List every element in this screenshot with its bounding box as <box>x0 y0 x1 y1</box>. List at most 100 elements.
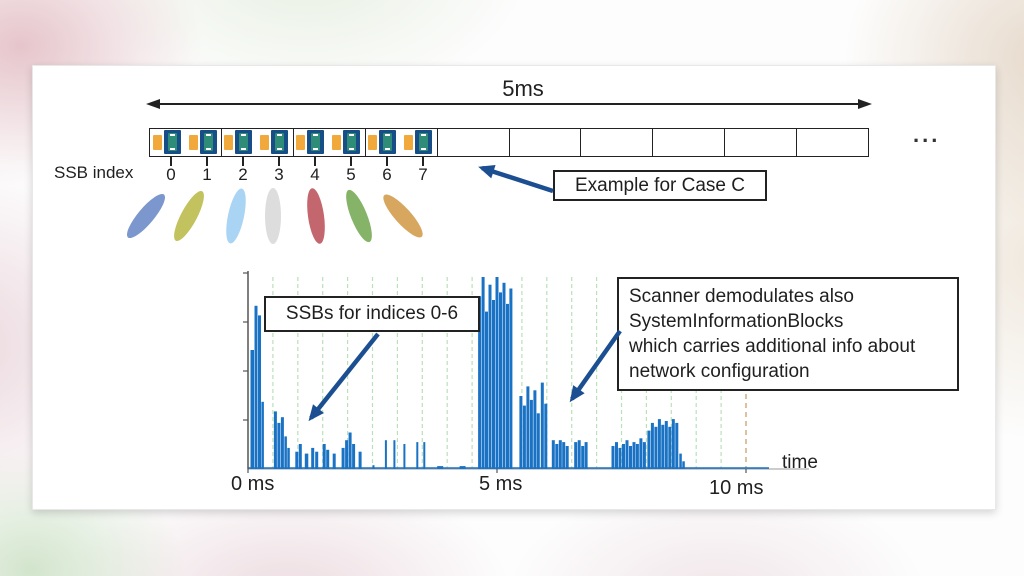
signal-bar <box>581 446 585 469</box>
signal-bar <box>332 453 336 469</box>
x-tick-0ms: 0 ms <box>231 473 275 495</box>
signal-bar <box>372 465 375 469</box>
beam-3-ellipse <box>265 188 281 244</box>
ssb-block <box>199 130 217 154</box>
signal-bar <box>509 288 513 469</box>
index-tick <box>314 157 316 166</box>
ssbs-indices-callout: SSBs for indices 0-6 <box>264 296 480 332</box>
pbch-resource-bar <box>368 135 378 150</box>
signal-bar <box>258 315 261 469</box>
ssb-index-number: 0 <box>166 165 176 184</box>
ssb-pss-sss-inner <box>167 133 177 151</box>
signal-bar <box>555 444 559 469</box>
signal-bar <box>654 426 658 469</box>
ssbs-indices-arrow <box>308 332 380 422</box>
signal-bar <box>647 430 651 469</box>
ssb-pss-sss-inner <box>383 133 393 151</box>
signal-bar <box>304 453 309 469</box>
index-tick <box>350 157 352 166</box>
signal-bar <box>642 442 646 469</box>
signal-bar <box>295 451 299 469</box>
signal-bar <box>459 466 466 469</box>
signal-bar <box>639 438 643 469</box>
signal-bar <box>574 442 578 469</box>
ssb-slot <box>653 129 726 156</box>
beam-4-ellipse <box>304 187 328 245</box>
ssb-index-label: SSB index <box>54 163 134 182</box>
signal-bar <box>254 305 258 469</box>
signal-bar <box>657 419 661 469</box>
signal-bar <box>618 447 622 469</box>
signal-bar <box>540 382 544 469</box>
scanner-arrow <box>569 329 622 403</box>
signal-bar <box>348 432 352 469</box>
signal-bar <box>416 442 419 469</box>
signal-bar <box>485 311 488 469</box>
case-c-arrow <box>478 165 554 194</box>
ssb-index-number: 6 <box>382 165 392 184</box>
signal-bar <box>615 442 618 469</box>
signal-bar <box>635 444 639 469</box>
slots-continue-ellipsis: ... <box>913 122 941 147</box>
signal-bar <box>565 446 569 469</box>
signal-bar <box>403 444 406 469</box>
signal-bar <box>625 440 629 469</box>
ssb-slot-row <box>149 128 869 157</box>
pbch-resource-bar <box>152 135 162 150</box>
beam-2-ellipse <box>222 186 250 246</box>
signal-bar <box>551 440 555 469</box>
signal-bar <box>315 451 319 469</box>
case-c-callout: Example for Case C <box>553 170 767 201</box>
ssb-slot <box>438 129 510 156</box>
signal-bar <box>492 300 495 469</box>
ssb-slot <box>725 129 798 156</box>
signal-bar <box>536 413 540 469</box>
ssb-pss-sss-inner <box>275 133 285 151</box>
ssb-block <box>343 130 361 154</box>
ssb-slot <box>150 129 222 156</box>
signal-bar <box>384 440 387 469</box>
ssb-slot <box>510 129 582 156</box>
duration-arrow <box>146 99 872 109</box>
x-axis-label: time <box>782 452 818 473</box>
signal-bar <box>499 292 502 469</box>
signal-bar <box>280 417 284 469</box>
signal-bar <box>277 422 281 469</box>
signal-bar <box>481 277 485 469</box>
signal-bar <box>584 442 588 469</box>
signal-bar <box>298 444 302 469</box>
ssb-pss-sss-inner <box>419 133 429 151</box>
ssb-index-number: 1 <box>202 165 212 184</box>
signal-bar <box>661 424 665 469</box>
ssb-block <box>163 130 181 154</box>
ssb-slot <box>366 129 438 156</box>
ssb-block <box>271 130 289 154</box>
ssb-index-number: 7 <box>418 165 428 184</box>
signal-bar <box>629 446 632 469</box>
ssb-pss-sss-inner <box>311 133 321 151</box>
signal-bar <box>488 284 492 469</box>
signal-bar <box>495 277 499 469</box>
x-tick-10ms: 10 ms <box>709 477 764 499</box>
ssb-pss-sss-inner <box>347 133 357 151</box>
signal-bar <box>664 421 668 469</box>
signal-bar <box>502 282 506 469</box>
signal-bar <box>423 442 426 469</box>
beam-0-ellipse <box>121 189 171 243</box>
signal-bar <box>622 444 625 469</box>
index-tick <box>206 157 208 166</box>
signal-bar <box>526 386 530 469</box>
ssb-block <box>415 130 433 154</box>
beam-1-ellipse <box>168 187 210 245</box>
signal-bar <box>519 396 523 469</box>
signal-bar <box>341 447 345 469</box>
ssb-block <box>379 130 397 154</box>
signal-bar <box>522 405 526 469</box>
signal-bar <box>562 442 566 469</box>
signal-bar <box>437 466 444 469</box>
signal-bar <box>577 440 581 469</box>
pbch-resource-bar <box>404 135 414 150</box>
signal-bar <box>668 426 672 469</box>
ssb-pss-sss-inner <box>203 133 213 151</box>
